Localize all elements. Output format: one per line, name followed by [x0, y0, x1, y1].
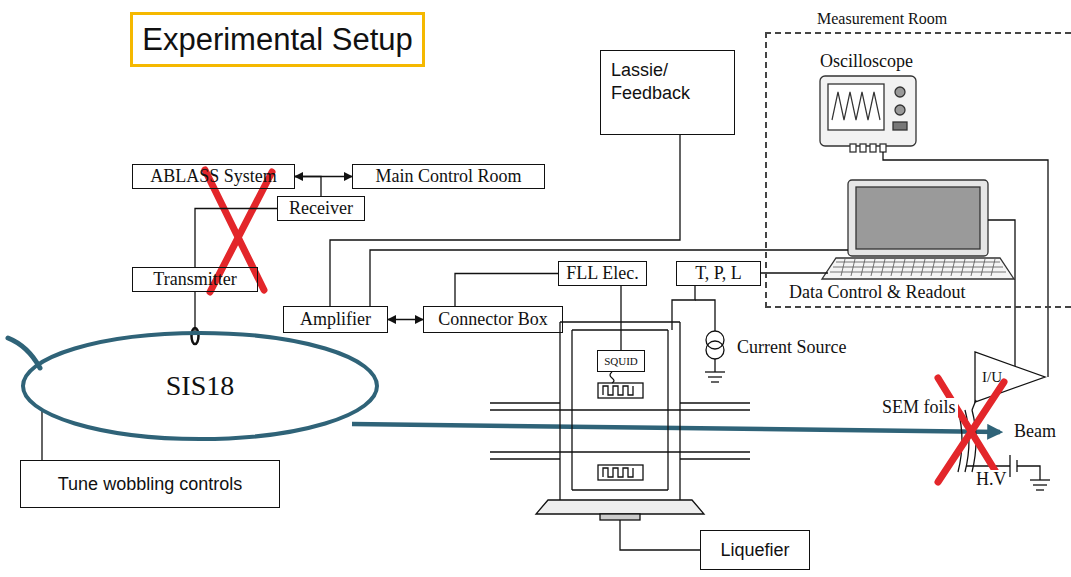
- connector: [455, 274, 558, 307]
- control-box: Tune wobbling controls: [20, 460, 280, 508]
- iu-amplifier: [975, 352, 1045, 402]
- liquefier-box: Liquefier: [700, 530, 810, 570]
- squid-box: SQUID: [597, 350, 645, 372]
- text-label: H.V: [974, 470, 1009, 490]
- control-box: Lassie/ Feedback: [600, 50, 735, 135]
- text-label: SEM foils: [880, 398, 958, 418]
- node-label: Liquefier: [720, 540, 789, 561]
- connector: [295, 177, 321, 197]
- beam-tail: [8, 338, 40, 368]
- node-label: Amplifier: [300, 309, 371, 330]
- node-label: SQUID: [604, 355, 638, 368]
- node-label: T, P, L: [695, 263, 742, 284]
- connector: [620, 286, 621, 350]
- node-label: ABLASS System: [150, 166, 277, 187]
- title-box: Experimental Setup: [130, 12, 425, 67]
- electronics-box: FLL Elec.: [558, 261, 647, 286]
- system-box: ABLASS System: [132, 164, 295, 189]
- connector: [330, 135, 680, 306]
- text-label: I/U: [980, 369, 1004, 386]
- dashed-boundary: [765, 32, 1071, 308]
- transmitter-box: Transmitter: [132, 267, 258, 292]
- sensor-box: T, P, L: [676, 261, 761, 286]
- current-source-symbol: [705, 331, 725, 382]
- sem-foils: [958, 400, 1050, 490]
- laptop-iu-wire: [988, 220, 1015, 366]
- ring-ellipse: SIS18: [20, 330, 380, 442]
- current-wire: [695, 300, 715, 331]
- keyboard-keys: [830, 259, 1006, 276]
- node-label: SIS18: [166, 370, 234, 402]
- red-cross: [205, 170, 1004, 485]
- text-label: Data Control & Readout: [787, 283, 967, 303]
- text-label: Current Source: [735, 338, 848, 358]
- node-label: Tune wobbling controls: [58, 474, 242, 495]
- connector: [41, 410, 42, 460]
- receiver-box: Receiver: [277, 196, 365, 221]
- liquefier-line: [620, 520, 700, 550]
- ring-outline: [23, 333, 377, 439]
- node-label: Measurement Room: [817, 10, 947, 28]
- laptop-icon: [822, 180, 1014, 279]
- node-label: Receiver: [289, 198, 353, 219]
- oscilloscope-icon: [820, 76, 916, 152]
- text-label: Beam: [1012, 422, 1058, 442]
- connector: [194, 292, 195, 333]
- laptop-amp-wire: [370, 250, 848, 306]
- text-label: Oscilloscope: [818, 52, 915, 72]
- sensor-wire: [672, 285, 695, 330]
- title-text: Experimental Setup: [142, 22, 413, 58]
- node-label: FLL Elec.: [566, 263, 638, 284]
- cryostat: [490, 322, 750, 520]
- node-label: Main Control Room: [375, 166, 521, 187]
- room-boundary: Measurement Room: [765, 8, 1071, 308]
- node-label: Transmitter: [153, 269, 236, 290]
- node-label: Connector Box: [438, 309, 548, 330]
- connector-box: Connector Box: [423, 306, 563, 333]
- laptop-sensor-wire: [761, 272, 828, 273]
- beam-line: [352, 424, 1000, 432]
- connector: [195, 209, 277, 268]
- connector: [388, 319, 423, 320]
- control-room-box: Main Control Room: [352, 164, 545, 189]
- amplifier-box: Amplifier: [283, 306, 388, 333]
- node-label: Lassie/ Feedback: [611, 59, 689, 106]
